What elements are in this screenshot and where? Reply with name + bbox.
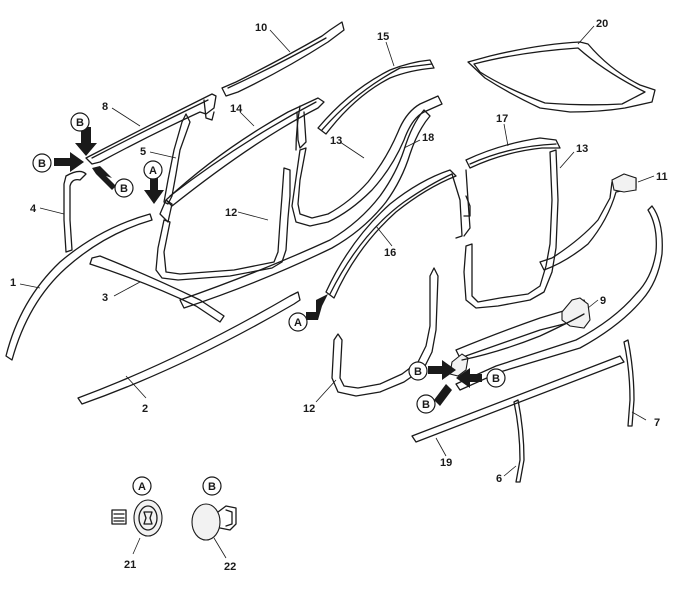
callout-15: 15 (377, 31, 389, 43)
callout-5: 5 (140, 146, 146, 158)
part-19-lower-seal (411, 355, 625, 443)
svg-text:B: B (76, 117, 84, 129)
svg-text:B: B (422, 399, 430, 411)
marker-a-1: A (143, 160, 163, 180)
part-9-sill-seal (449, 297, 591, 377)
marker-b-6: B (416, 394, 436, 414)
part-12-rear-door-seal (331, 267, 439, 397)
marker-a-2: A (288, 312, 308, 332)
callout-20: 20 (596, 18, 608, 30)
marker-b-legend: B (202, 476, 222, 496)
callout-13-upper: 13 (330, 135, 342, 147)
part-13-seal-upper (291, 95, 443, 227)
svg-text:B: B (208, 481, 216, 493)
part-13-rear-door-seal (463, 149, 559, 309)
part-18-body-seal (179, 109, 431, 309)
callout-16: 16 (384, 247, 396, 259)
part-6-seal (513, 399, 525, 483)
part-15-door-frame-seal (295, 59, 435, 151)
part-2-long-seal (77, 291, 301, 405)
part-5-seal (163, 113, 191, 205)
marker-b-4: B (408, 361, 428, 381)
svg-text:A: A (138, 481, 146, 493)
callout-1: 1 (10, 277, 16, 289)
svg-text:A: A (149, 165, 157, 177)
fastener-22-clip (191, 503, 237, 541)
part-12-front-door-seal (155, 111, 307, 281)
callout-8: 8 (102, 101, 108, 113)
leader-lines (19, 25, 655, 559)
part-17-rear-door-frame-seal (463, 137, 561, 237)
part-7-right-seal-strip (455, 205, 663, 391)
part-8-roof-rail-seal (85, 93, 217, 165)
part-3-seal (89, 255, 225, 323)
callout-22: 22 (224, 561, 236, 573)
part-20-rear-window-seal (467, 41, 656, 113)
callout-14: 14 (230, 103, 243, 115)
svg-text:B: B (492, 373, 500, 385)
svg-text:B: B (414, 366, 422, 378)
marker-b-2: B (32, 153, 52, 173)
part-16-seal (325, 169, 471, 299)
part-14-door-frame-seal (159, 97, 325, 223)
callout-12-lower: 12 (303, 403, 315, 415)
callout-4: 4 (30, 203, 37, 215)
marker-a-legend: A (132, 476, 152, 496)
svg-text:A: A (294, 317, 302, 329)
callout-9: 9 (600, 295, 606, 307)
callout-6: 6 (496, 473, 502, 485)
fastener-21-screw (111, 499, 163, 537)
callout-13-lower: 13 (576, 143, 588, 155)
marker-b-5: B (486, 368, 506, 388)
callout-19: 19 (440, 457, 452, 469)
callout-11: 11 (656, 171, 668, 183)
part-10-seal-strip (221, 21, 345, 97)
svg-text:B: B (38, 158, 46, 170)
svg-text:B: B (120, 183, 128, 195)
callout-7: 7 (654, 417, 660, 429)
part-7-seal (623, 339, 635, 427)
callout-12-upper: 12 (225, 207, 237, 219)
callout-3: 3 (102, 292, 108, 304)
part-1-long-seal (5, 213, 153, 361)
callout-17: 17 (496, 113, 508, 125)
part-11-seal (539, 173, 637, 271)
callout-18: 18 (422, 132, 434, 144)
part-4-seal (63, 170, 87, 253)
marker-b-3: B (114, 178, 134, 198)
callout-2: 2 (142, 403, 148, 415)
callout-10: 10 (255, 22, 267, 34)
callout-21: 21 (124, 559, 136, 571)
marker-b-1: B (70, 112, 90, 132)
arrow-marker-group (54, 127, 482, 406)
